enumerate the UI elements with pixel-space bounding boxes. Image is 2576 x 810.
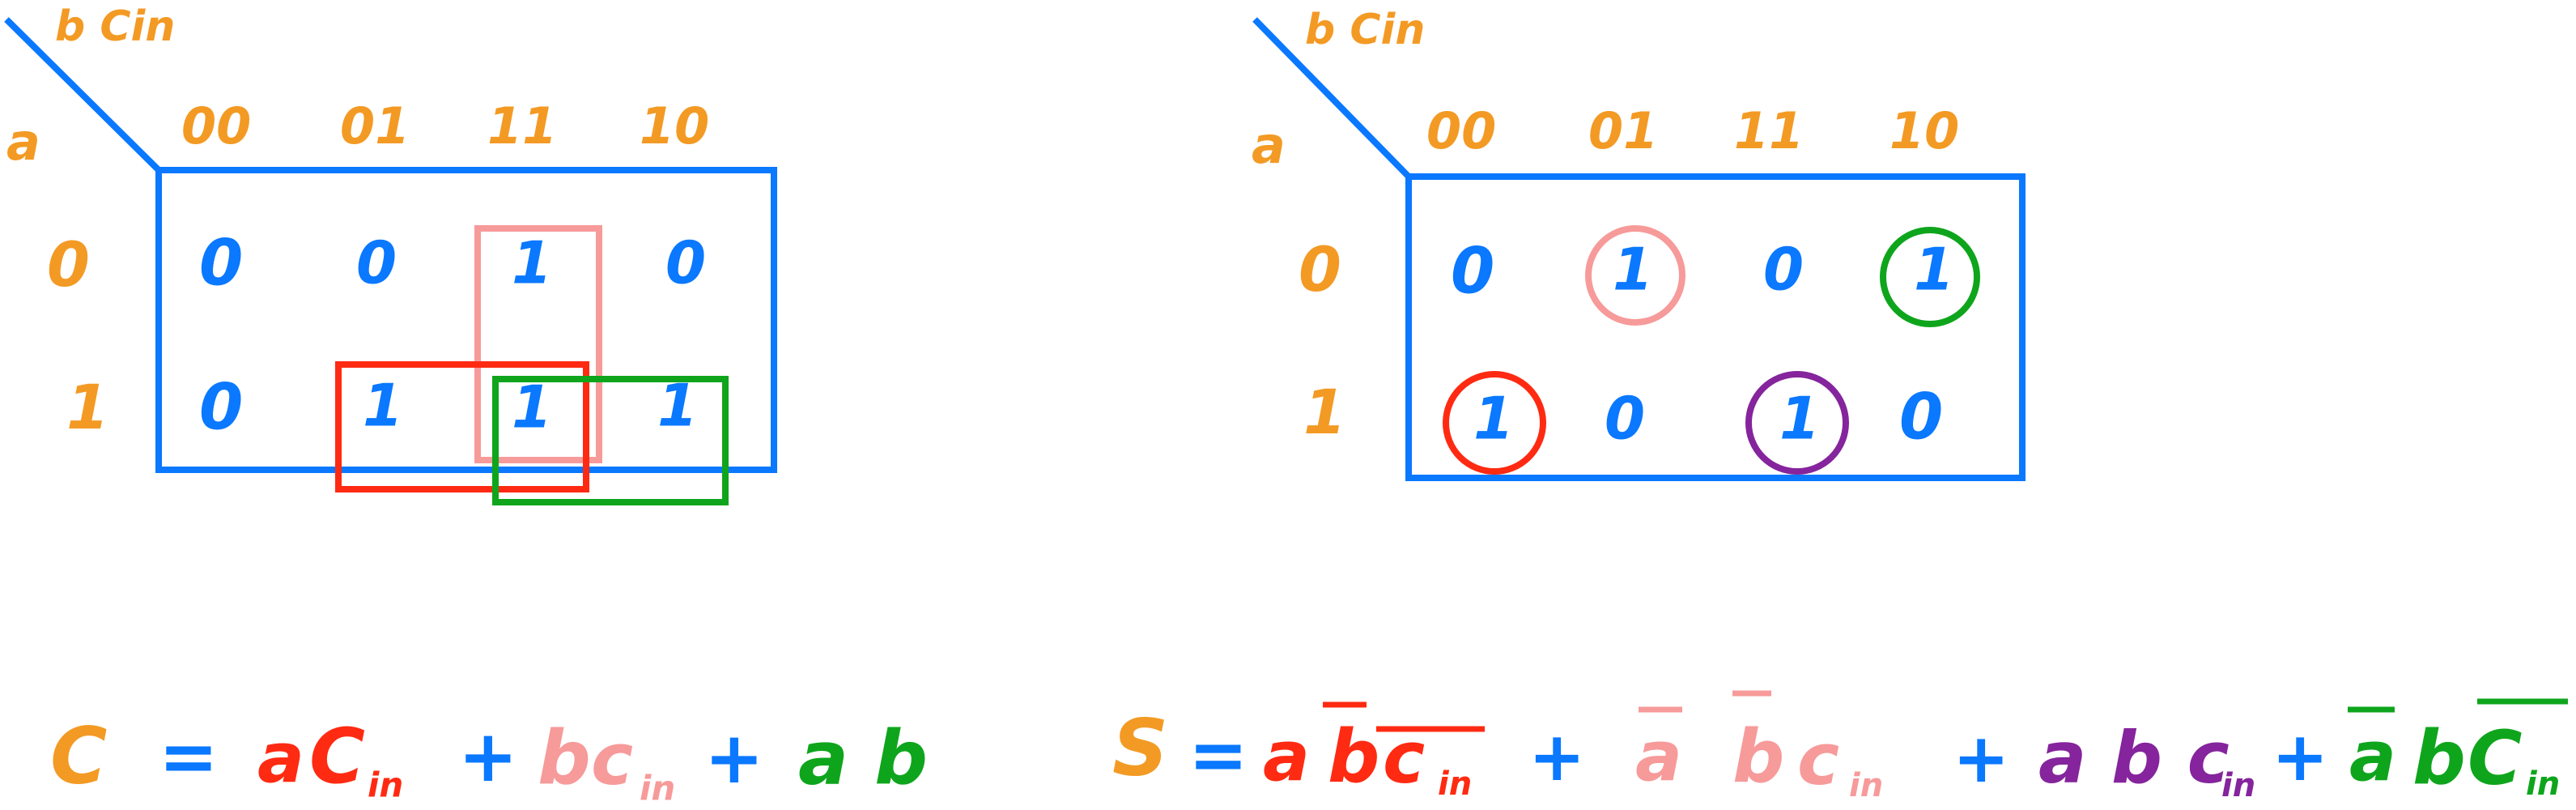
sum-term2-b: b [1732, 714, 1784, 799]
sum-term4-a: a [2349, 716, 2396, 797]
right-cell-r0-c0: 0 [1451, 235, 1494, 308]
left-row-header-0: 0 [47, 228, 90, 301]
left-corner-diagonal [4, 17, 161, 173]
right-row-header-1: 1 [1303, 376, 1346, 448]
left-column-headers: 00 01 11 10 [181, 96, 709, 156]
right-pink-circle [1585, 225, 1685, 326]
sum-term2-sub: in [1849, 767, 1883, 804]
left-cell-r1-c0: 0 [199, 371, 243, 444]
right-cell-r1-c3: 0 [1899, 381, 1943, 454]
left-karnaugh-map: b Cin a 00 01 11 10 0 1 0 0 1 0 0 1 1 1 [4, 2, 777, 505]
carry-term3: a b [798, 714, 928, 801]
left-cell-r0-c1: 0 [356, 229, 397, 297]
sum-lhs: S [1112, 702, 1168, 793]
right-karnaugh-map: b Cin a 00 01 11 10 0 1 0 1 0 1 1 0 1 0 [1252, 6, 2026, 481]
right-col-header-11: 11 [1734, 101, 1804, 160]
sum-plus-2: + [1953, 718, 2009, 798]
carry-equation: C = a C in + b c in + a b [50, 710, 928, 808]
left-cell-r1-c3: 1 [657, 372, 698, 440]
carry-term2-sub: in [640, 769, 675, 808]
left-pink-group [474, 225, 602, 463]
right-col-header-10: 10 [1889, 101, 1959, 160]
carry-term1-sub: in [368, 765, 403, 805]
right-green-circle [1880, 227, 1980, 327]
left-row-var-label: a [6, 113, 40, 172]
right-cell-r1-c2: 1 [1779, 385, 1820, 453]
left-col-header-11: 11 [487, 96, 557, 156]
left-red-group [335, 361, 589, 492]
right-corner-label: b Cin [1305, 6, 1425, 54]
right-column-headers: 00 01 11 10 [1426, 101, 1959, 160]
right-purple-circle [1745, 371, 1849, 475]
right-col-header-00: 00 [1426, 101, 1496, 160]
sum-term2-a: a [1635, 716, 1682, 797]
sum-term3-sub: in [2221, 767, 2255, 804]
sum-plus-3: + [2272, 717, 2328, 796]
left-cell-r0-c2: 1 [512, 229, 552, 297]
right-cell-r0-c3: 1 [1914, 236, 1954, 304]
carry-plus-2: + [704, 716, 764, 799]
carry-plus-1: + [458, 714, 518, 798]
sum-term1-b: b [1328, 714, 1379, 799]
right-corner-diagonal [1252, 17, 1411, 179]
carry-equals: = [159, 714, 219, 798]
right-cell-r1-c0: 1 [1473, 385, 1514, 453]
left-map-cells: 0 0 1 0 0 1 1 1 [199, 227, 706, 444]
sum-plus-1: + [1528, 717, 1585, 796]
left-map-frame [155, 167, 777, 473]
sum-term4-c: C [2468, 714, 2523, 801]
left-cell-r0-c0: 0 [199, 227, 243, 300]
sum-term3: a b c [2038, 716, 2230, 799]
left-col-header-00: 00 [181, 96, 251, 156]
right-row-header-0: 0 [1299, 233, 1341, 305]
left-col-header-01: 01 [340, 96, 410, 156]
sum-equation: S = a b c in + a b c in + a b c in + a b… [1112, 690, 2568, 804]
carry-term2-c: c [591, 718, 633, 801]
sum-term4-sub: in [2526, 765, 2560, 803]
left-corner-label: b Cin [55, 2, 175, 51]
left-row-headers: 0 1 [47, 228, 109, 443]
right-col-header-01: 01 [1588, 101, 1658, 160]
right-cell-r0-c1: 1 [1613, 236, 1653, 304]
carry-lhs: C [50, 710, 107, 801]
carry-term2-b: b [538, 714, 591, 801]
left-col-header-10: 10 [640, 96, 709, 156]
left-cell-r1-c2: 1 [512, 373, 552, 441]
sum-equals: = [1188, 713, 1248, 796]
right-map-cells: 0 1 0 1 1 0 1 0 [1451, 235, 1954, 454]
sum-term4-b: b [2412, 714, 2466, 801]
sum-term2-c: c [1797, 718, 1839, 801]
sum-term1-a: a [1263, 716, 1310, 797]
carry-term1-c: C [309, 713, 365, 801]
left-green-group [492, 376, 729, 505]
right-row-var-label: a [1252, 116, 1286, 175]
right-map-frame [1405, 173, 2026, 481]
left-row-header-1: 1 [66, 371, 109, 443]
left-cell-r1-c1: 1 [363, 372, 403, 440]
sum-term1-sub: in [1438, 765, 1472, 803]
right-cell-r1-c1: 0 [1605, 385, 1645, 453]
right-cell-r0-c2: 0 [1763, 236, 1804, 304]
carry-term1-a: a [257, 718, 304, 799]
right-row-headers: 0 1 [1299, 233, 1346, 448]
left-cell-r0-c3: 0 [665, 229, 706, 297]
right-red-circle [1443, 371, 1546, 475]
